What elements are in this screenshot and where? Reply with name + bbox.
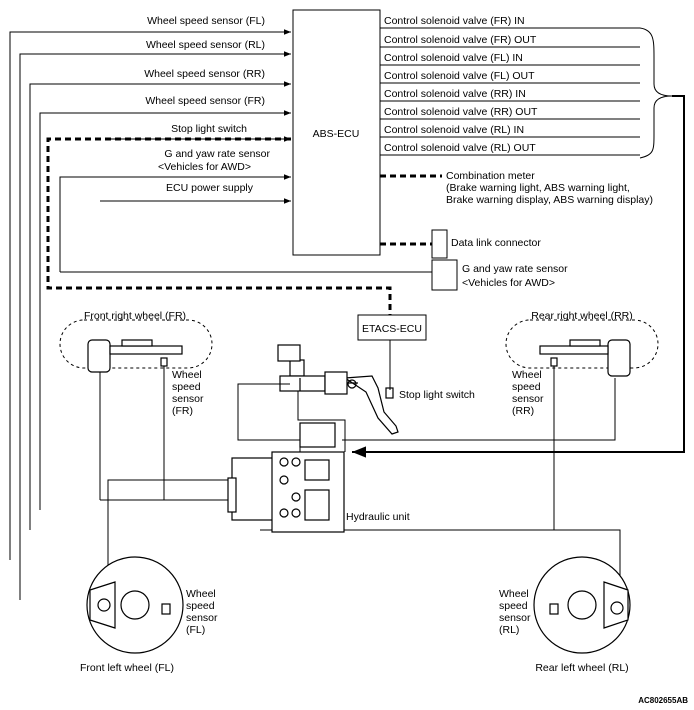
etacs-ecu-label: ETACS-ECU <box>362 323 422 335</box>
sensor-rl-line-1: Wheel <box>499 588 529 600</box>
sensor-rr-line-1: Wheel <box>512 369 542 381</box>
data-link-connector-label: Data link connector <box>451 237 541 249</box>
front-left-wheel <box>86 556 184 654</box>
combination-meter-detail-2: Brake warning display, ABS warning displ… <box>446 194 653 206</box>
input-label-rl: Wheel speed sensor (RL) <box>146 39 265 51</box>
output-label-rr-in: Control solenoid valve (RR) IN <box>384 88 526 100</box>
ecu-input-wires <box>9 29 432 600</box>
front-right-wheel-label: Front right wheel (FR) <box>84 310 186 322</box>
rear-right-wheel-outline <box>505 319 659 369</box>
sensor-fl-line-3: sensor <box>186 612 218 624</box>
sensor-fl-line-4: (FL) <box>186 624 205 636</box>
stop-light-dashed <box>46 137 392 315</box>
output-label-fr-in: Control solenoid valve (FR) IN <box>384 15 525 27</box>
abs-ecu-box <box>292 9 381 256</box>
sensor-rl-line-4: (RL) <box>499 624 519 636</box>
g-sensor-label-2: <Vehicles for AWD> <box>462 277 555 289</box>
sensor-rl-line-3: sensor <box>499 612 531 624</box>
rear-right-wheel-label: Rear right wheel (RR) <box>531 310 633 322</box>
output-label-fr-out: Control solenoid valve (FR) OUT <box>384 34 537 46</box>
output-label-rr-out: Control solenoid valve (RR) OUT <box>384 106 538 118</box>
sensor-fr-line-2: speed <box>172 381 201 393</box>
brake-pedal <box>343 375 399 435</box>
sensor-rr-line-3: sensor <box>512 393 544 405</box>
sensor-fr-line-4: (FR) <box>172 405 193 417</box>
sensor-fl-line-2: speed <box>186 600 215 612</box>
combination-meter-detail-1: (Brake warning light, ABS warning light, <box>446 182 630 194</box>
hydraulic-unit-label: Hydraulic unit <box>346 511 410 523</box>
input-label-g-sensor: G and yaw rate sensor <box>164 148 270 160</box>
solenoid-harness <box>352 95 685 458</box>
hydraulic-unit <box>227 422 345 533</box>
etacs-ecu-box <box>357 314 427 341</box>
front-right-wheel-outline <box>59 319 213 369</box>
abs-ecu-label: ABS-ECU <box>313 128 360 140</box>
output-label-rl-in: Control solenoid valve (RL) IN <box>384 124 524 136</box>
rear-right-wheel-hub <box>539 339 631 377</box>
sensor-fr-line-3: sensor <box>172 393 204 405</box>
output-label-fl-in: Control solenoid valve (FL) IN <box>384 52 523 64</box>
input-label-fr: Wheel speed sensor (FR) <box>145 95 265 107</box>
master-cylinder <box>277 344 358 395</box>
stop-light-switch-label: Stop light switch <box>399 389 475 401</box>
sensor-fr-line-1: Wheel <box>172 369 202 381</box>
combination-meter-title: Combination meter <box>446 170 535 182</box>
front-right-wheel-hub <box>87 339 183 373</box>
sensor-rl-line-2: speed <box>499 600 528 612</box>
sensor-rr-line-4: (RR) <box>512 405 534 417</box>
input-label-awd: <Vehicles for AWD> <box>158 161 251 173</box>
output-label-rl-out: Control solenoid valve (RL) OUT <box>384 142 536 154</box>
output-label-fl-out: Control solenoid valve (FL) OUT <box>384 70 535 82</box>
g-sensor-label-1: G and yaw rate sensor <box>462 263 568 275</box>
sensor-rr-line-2: speed <box>512 381 541 393</box>
sensor-fl-line-1: Wheel <box>186 588 216 600</box>
figure-code: AC802655AB <box>638 696 688 705</box>
front-left-wheel-label: Front left wheel (FL) <box>80 662 174 674</box>
data-link-connector-box <box>431 229 448 259</box>
input-label-stop-light: Stop light switch <box>171 123 247 135</box>
g-sensor-box <box>431 259 458 291</box>
input-label-power: ECU power supply <box>166 182 254 194</box>
rear-left-wheel <box>533 556 631 654</box>
rear-left-wheel-label: Rear left wheel (RL) <box>535 662 628 674</box>
input-label-fl: Wheel speed sensor (FL) <box>147 15 265 27</box>
input-label-rr: Wheel speed sensor (RR) <box>144 68 265 80</box>
